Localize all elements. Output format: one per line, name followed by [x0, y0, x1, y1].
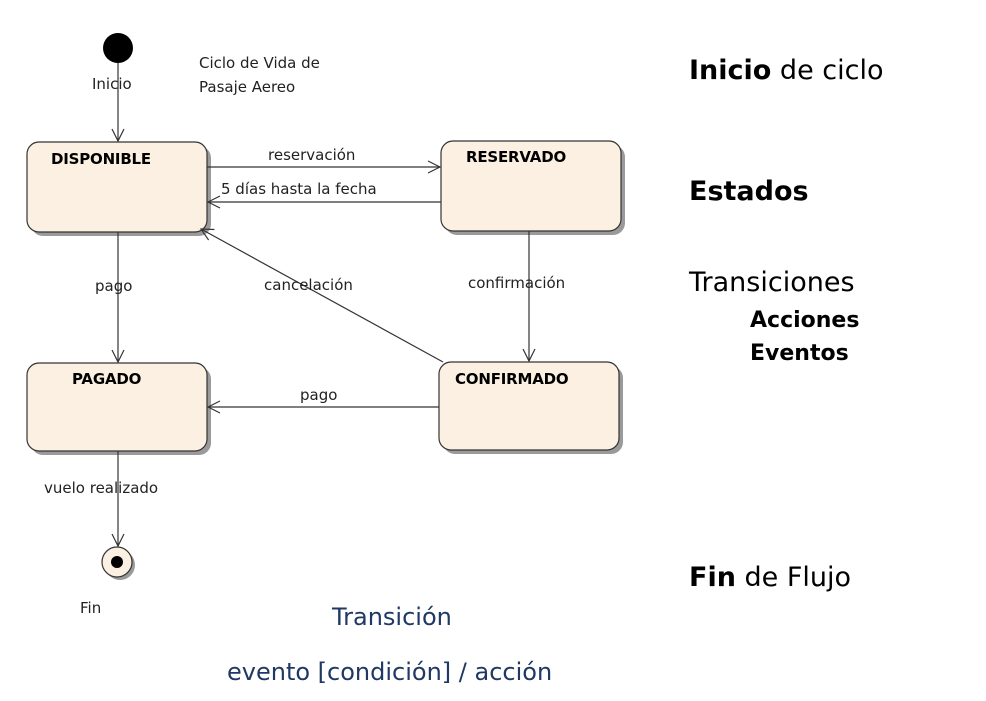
state-reservado [440, 140, 625, 235]
state-pagado-label: PAGADO [72, 370, 142, 388]
note-transicion: Transición [332, 603, 452, 631]
legend-inicio-rest: de ciclo [771, 55, 884, 86]
transition-label-reservacion: reservación [268, 146, 356, 164]
start-label: Inicio [92, 75, 132, 93]
diagram-title-line1: Ciclo de Vida de [199, 54, 320, 72]
state-pagado [26, 362, 211, 455]
legend-estados-bold: Estados [689, 176, 809, 207]
transition-label-cancelacion: cancelación [264, 276, 353, 294]
transition-label-vuelo: vuelo realizado [44, 479, 159, 497]
transition-label-cinco-dias: 5 días hasta la fecha [221, 180, 377, 198]
state-confirmado-label: CONFIRMADO [455, 370, 569, 388]
note-formula: evento [condición] / acción [227, 658, 553, 686]
end-node [101, 546, 135, 580]
diagram-title-line2: Pasaje Aereo [199, 78, 296, 96]
legend-estados: Estados [689, 178, 809, 205]
transition-label-confirmacion: confirmación [468, 274, 566, 292]
legend-fin-rest: de Flujo [735, 562, 852, 593]
legend-fin: Fin de Flujo [689, 564, 851, 591]
legend-inicio: Inicio de ciclo [689, 57, 883, 84]
transition-label-pago-left: pago [95, 277, 133, 295]
legend-eventos: Eventos [750, 341, 849, 366]
legend-inicio-bold: Inicio [689, 55, 772, 86]
legend-transiciones: Transiciones [689, 267, 855, 298]
state-reservado-label: RESERVADO [466, 148, 566, 166]
start-node [103, 33, 133, 63]
state-disponible [26, 141, 211, 236]
end-label: Fin [80, 599, 102, 617]
state-disponible-label: DISPONIBLE [51, 150, 151, 168]
legend-fin-bold: Fin [689, 562, 736, 593]
transition-cancelacion [201, 229, 444, 363]
transition-label-pago-bottom: pago [300, 386, 338, 404]
legend-acciones: Acciones [750, 308, 860, 333]
state-confirmado [438, 361, 623, 454]
